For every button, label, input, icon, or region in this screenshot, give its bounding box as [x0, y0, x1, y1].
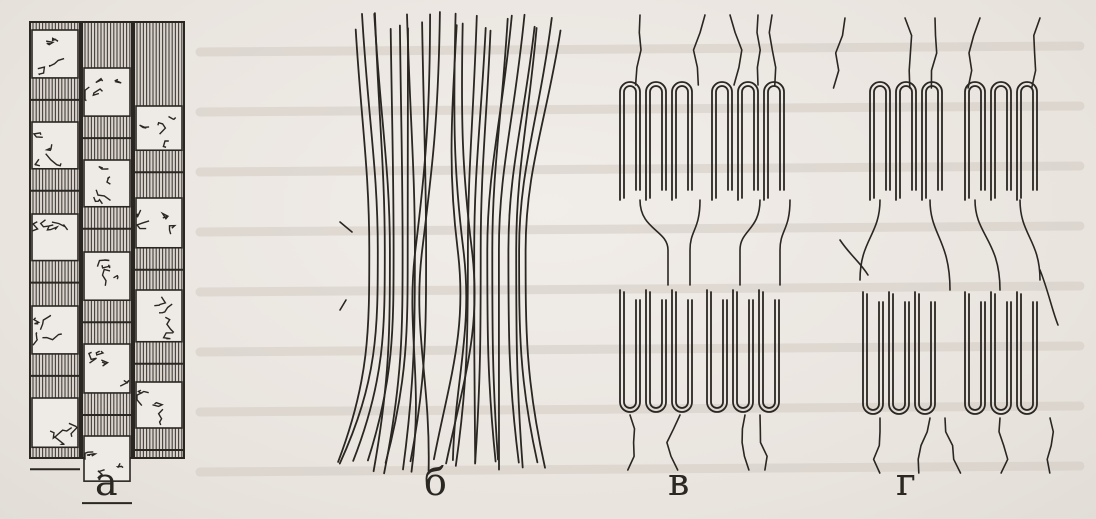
fiber-wisp — [999, 418, 1008, 473]
hairpin-loop — [896, 82, 916, 200]
panel-b-label: б — [424, 463, 447, 501]
hairpin-loop — [870, 82, 890, 200]
fiber-wisp — [931, 18, 936, 88]
fiber-wisp — [905, 18, 912, 88]
bridge-thread — [1020, 200, 1040, 280]
panel-g-loops — [834, 18, 1059, 473]
hairpin-loop — [965, 82, 985, 200]
panel-g-label: г — [896, 463, 916, 501]
hairpin-loop — [1017, 292, 1037, 414]
hairpin-loop — [965, 292, 985, 414]
hairpin-loop — [991, 292, 1011, 414]
panel-v-label: в — [668, 463, 689, 501]
hairpin-loop — [991, 82, 1011, 200]
fiber-wisp — [1032, 18, 1040, 88]
hairpin-loop — [915, 292, 935, 414]
hairpin-loop — [863, 292, 883, 414]
fiber-wisp — [968, 18, 980, 88]
fiber-wisp — [1047, 418, 1053, 473]
panel-a-label: а — [95, 463, 118, 501]
fiber-wisp — [945, 418, 961, 473]
fiber-wisp — [834, 18, 846, 88]
bridge-thread — [975, 200, 1000, 290]
hairpin-loop — [889, 292, 909, 414]
hairpin-loop — [922, 82, 942, 200]
bridge-thread — [930, 200, 950, 290]
fiber-wisp — [918, 418, 930, 473]
hairpin-loop — [1017, 82, 1037, 200]
fiber-wisp — [840, 240, 1058, 325]
fiber-wisp — [874, 418, 880, 473]
